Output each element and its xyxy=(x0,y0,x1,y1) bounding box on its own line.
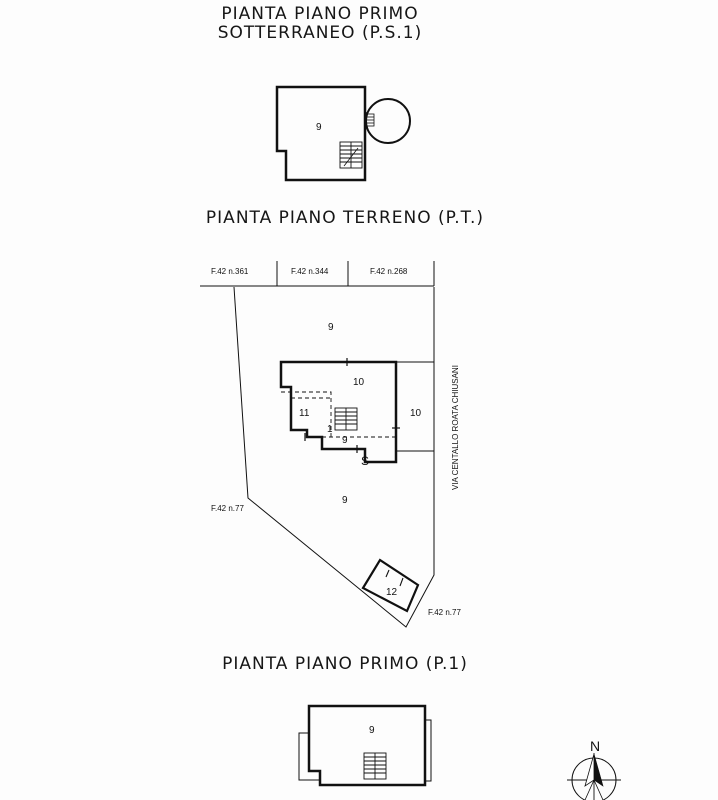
room-label-yard-south: 9 xyxy=(342,495,348,506)
room-label-10-outer: 10 xyxy=(410,408,422,419)
road-label: VIA CENTALLO ROATA CHIUSANI xyxy=(451,365,460,490)
room-label-1: 1 xyxy=(327,424,333,435)
basement-outline xyxy=(275,85,367,182)
first-floor-plan: 9 xyxy=(298,704,432,787)
basement-stair-icon xyxy=(339,141,363,169)
basement-room-label: 9 xyxy=(316,122,322,133)
parcel-label-77-bottom: F.42 n.77 xyxy=(428,608,461,617)
heading-first-floor: PIANTA PIANO PRIMO (P.1) xyxy=(222,654,468,674)
first-floor-outline xyxy=(307,704,427,787)
north-arrow-label: N xyxy=(590,738,600,754)
first-floor-balcony-right xyxy=(425,719,432,782)
veranda-outline xyxy=(396,361,434,452)
north-arrow-icon: N xyxy=(567,738,621,800)
property-boundary xyxy=(233,286,435,628)
first-floor-balcony-left xyxy=(298,732,320,781)
parcel-label-268: F.42 n.268 xyxy=(370,267,408,276)
s-mark-label: S xyxy=(361,454,369,468)
first-floor-room-label: 9 xyxy=(369,725,375,736)
room-12-outline xyxy=(361,558,420,613)
room-label-11: 11 xyxy=(299,408,310,419)
parcel-label-361: F.42 n.361 xyxy=(211,267,249,276)
basement-small-stair-icon xyxy=(365,113,375,127)
parcel-label-77-left: F.42 n.77 xyxy=(211,504,244,513)
first-floor-stair-icon xyxy=(363,752,387,780)
heading-basement-line2: SOTTERRANEO (P.S.1) xyxy=(217,23,423,43)
parcel-label-344: F.42 n.344 xyxy=(291,267,329,276)
heading-ground-floor: PIANTA PIANO TERRENO (P.T.) xyxy=(205,208,485,228)
room-label-yard-north: 9 xyxy=(328,322,334,333)
room-label-12: 12 xyxy=(386,587,398,598)
basement-round-room xyxy=(365,98,411,144)
room-label-10-inner: 10 xyxy=(353,377,365,388)
basement-plan: 9 xyxy=(275,85,411,182)
ground-floor-plan: F.42 n.361 F.42 n.344 F.42 n.268 F.42 n.… xyxy=(200,261,461,628)
room-label-9-inner: 9 xyxy=(342,435,348,446)
heading-basement-line1: PIANTA PIANO PRIMO xyxy=(221,4,419,24)
ground-stair-icon xyxy=(334,407,358,431)
internal-dashed-lines xyxy=(281,391,396,438)
